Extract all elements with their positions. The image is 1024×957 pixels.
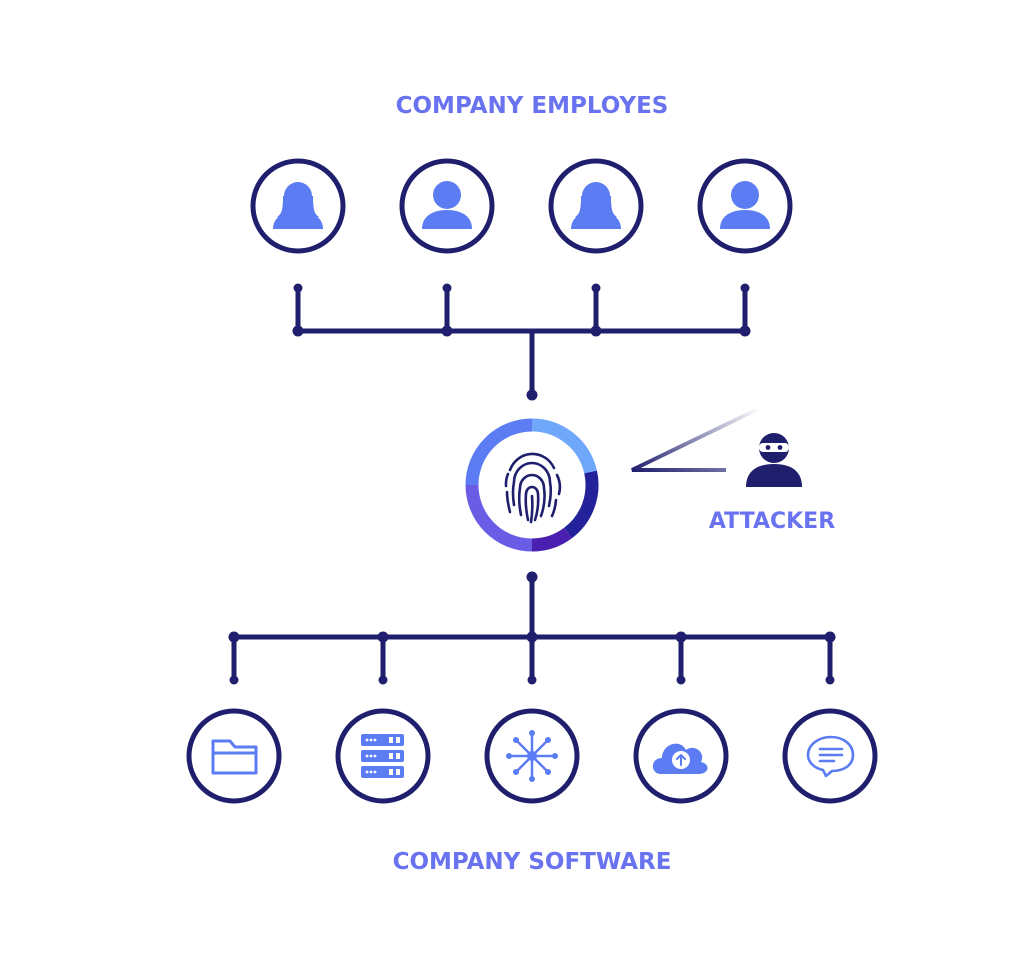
attacker-label: ATTACKER xyxy=(709,509,835,534)
attacker-group: ATTACKER xyxy=(631,406,835,534)
employee-node-1 xyxy=(250,158,346,254)
bottom-label: COMPANY SOFTWARE xyxy=(393,849,672,875)
attack-lines xyxy=(631,406,761,472)
server-icon xyxy=(361,734,404,778)
woman-user-icon xyxy=(571,182,621,229)
employee-node-4 xyxy=(697,158,793,254)
cloud-upload-icon xyxy=(652,743,708,774)
top-connector-tree xyxy=(292,283,751,401)
masked-attacker-icon xyxy=(746,433,802,487)
man-user-icon xyxy=(422,181,472,229)
software-node-network xyxy=(484,708,580,804)
software-node-server xyxy=(335,708,431,804)
fingerprint-icon xyxy=(504,452,562,524)
chat-bubble-icon xyxy=(806,735,855,778)
top-label: COMPANY EMPLOYES xyxy=(396,93,669,119)
man-user-icon xyxy=(720,181,770,229)
employee-node-3 xyxy=(548,158,644,254)
software-node-cloud xyxy=(633,708,729,804)
software-node-chat xyxy=(782,708,878,804)
fingerprint-node xyxy=(465,418,599,552)
folder-icon xyxy=(211,739,258,775)
bottom-connector-tree xyxy=(228,571,836,685)
woman-user-icon xyxy=(273,182,323,229)
employee-node-2 xyxy=(399,158,495,254)
network-hub-icon xyxy=(506,730,558,782)
software-node-folder xyxy=(186,708,282,804)
